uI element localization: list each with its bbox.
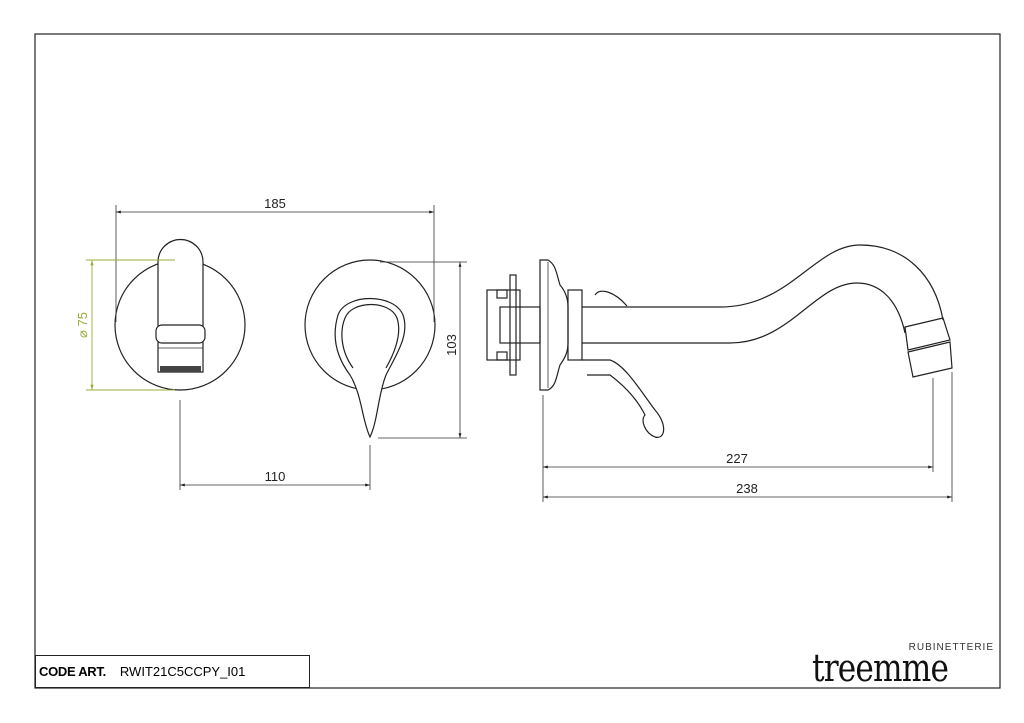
dimension-projection: 227 238 [542, 372, 953, 502]
brand-logo: RUBINETTERIE treemme [808, 640, 998, 690]
code-value: RWIT21C5CCPY_I01 [119, 664, 246, 679]
side-view [486, 244, 953, 438]
logo-subtitle: RUBINETTERIE [908, 642, 994, 653]
dimension-diameter: ⌀ 75 [75, 259, 175, 391]
dim-75-label: ⌀ 75 [75, 312, 90, 338]
code-label: CODE ART. [39, 664, 106, 679]
logo-wordmark: treemme [812, 646, 949, 690]
dimension-width: 185 [115, 196, 435, 322]
front-view-spout [114, 238, 246, 391]
drawing-frame [34, 33, 1001, 689]
dim-238-label: 238 [736, 481, 758, 496]
dim-185-label: 185 [264, 196, 286, 211]
dim-110-label: 110 [265, 469, 286, 484]
front-view-mixer [304, 259, 436, 439]
dimension-height: 103 [378, 261, 467, 439]
dimension-centers: 110 [179, 400, 371, 490]
dim-103-label: 103 [444, 334, 459, 356]
dim-227-label: 227 [726, 451, 748, 466]
code-article-box: CODE ART. RWIT21C5CCPY_I01 [35, 655, 310, 688]
